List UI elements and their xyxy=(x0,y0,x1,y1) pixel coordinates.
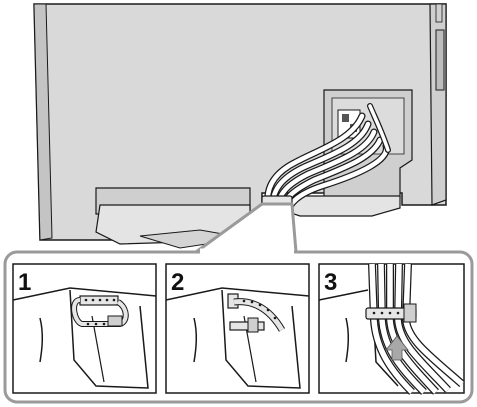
step-number-2: 2 xyxy=(171,269,184,296)
step-panel-2: 2 xyxy=(166,264,309,393)
av-connector-plug-1 xyxy=(342,114,349,122)
cable-tie-icon xyxy=(230,322,264,330)
step-panel-1: 1 xyxy=(13,264,156,393)
tv-side-button-strip xyxy=(436,30,444,90)
tv-side-slot xyxy=(436,4,442,22)
tie-buckle xyxy=(404,304,416,322)
step-number-3: 3 xyxy=(324,269,337,296)
step-number-1: 1 xyxy=(18,269,31,296)
step-panel-3: 3 xyxy=(319,264,464,393)
tie-buckle xyxy=(248,318,258,332)
tie-buckle xyxy=(108,316,122,326)
tv-rear-illustration xyxy=(34,4,446,248)
